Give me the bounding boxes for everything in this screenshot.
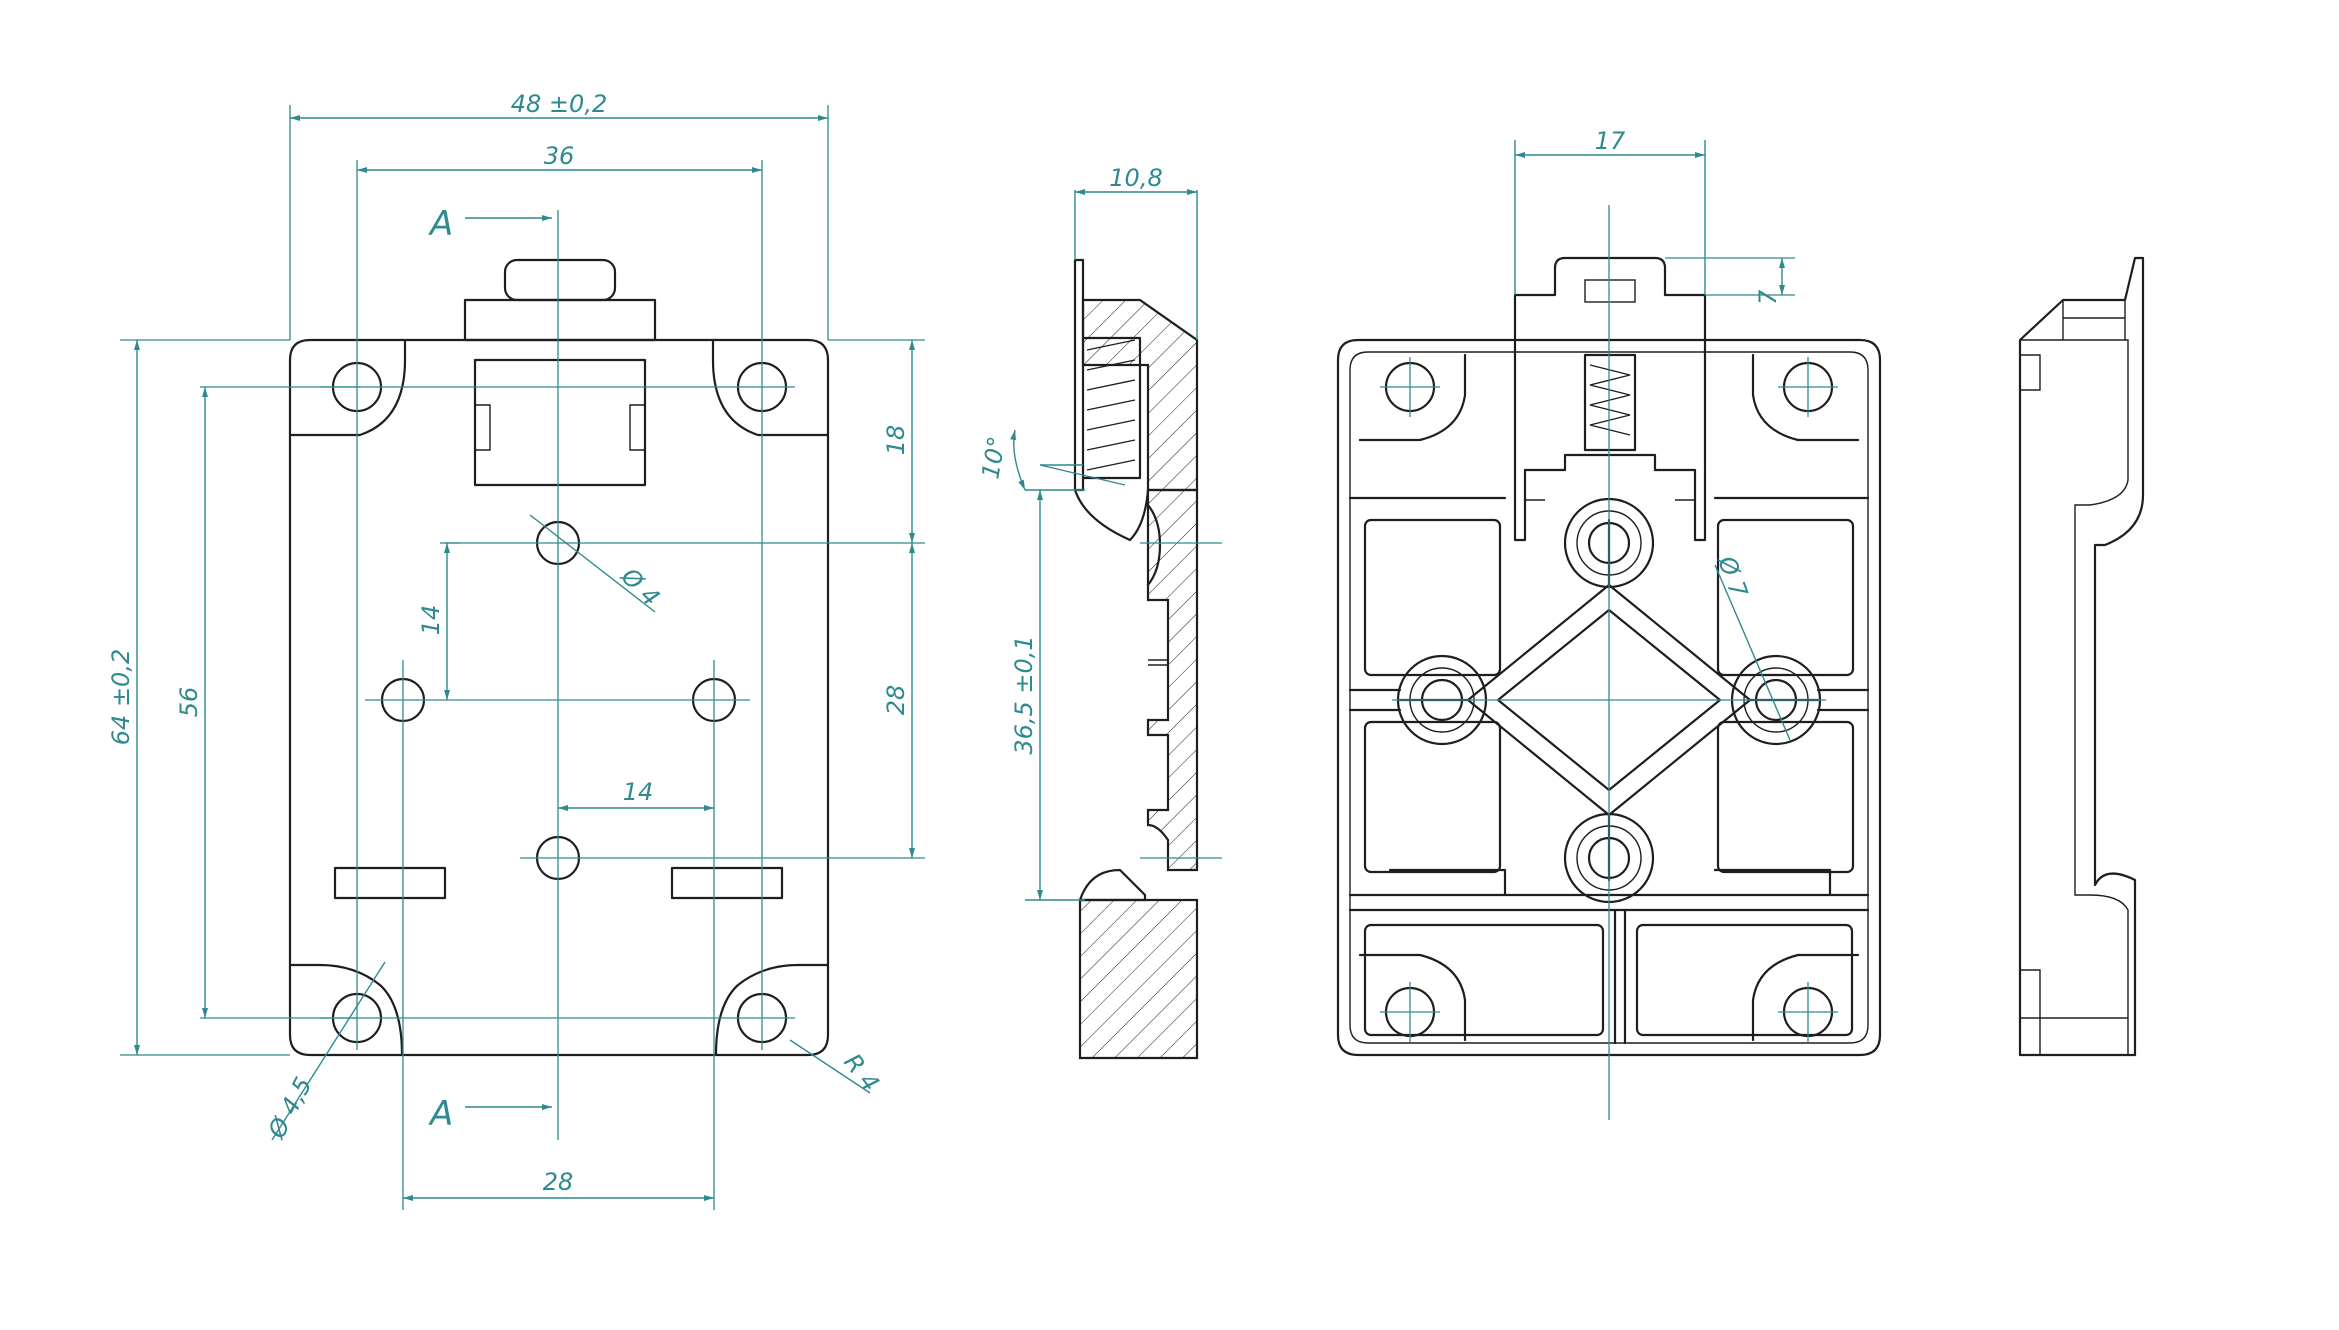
- section-view: 10,8 10° 36,5 ±0,1: [976, 164, 1222, 1060]
- dim-center-hole-leader: [529, 514, 656, 613]
- front-latch-body: [463, 298, 657, 342]
- dim-top-to-hole: 18: [882, 425, 910, 456]
- rear-clip-feet: [1524, 470, 1696, 501]
- front-latch-detail: [475, 404, 645, 451]
- dim-small-offset-v: 14: [417, 605, 445, 636]
- slot-right: [670, 866, 784, 900]
- corner-pocket-br: [714, 963, 830, 1057]
- dim-angle-arc: [1010, 429, 1026, 491]
- dim-overall-height: 64 ±0,2: [107, 649, 135, 745]
- slot-left: [333, 866, 447, 900]
- dim-hole-spacing-h: 36: [544, 142, 575, 170]
- section-label-bottom: A: [428, 1094, 453, 1134]
- section-latch-flange: [1073, 258, 1085, 492]
- section-spring-cavity: [1081, 336, 1142, 480]
- rear-plate-inner-outline: [1349, 351, 1869, 1044]
- rear-ribs: [1348, 496, 1870, 1045]
- dim-small-offset-h: 14: [623, 778, 654, 806]
- front-centerlines: [120, 105, 925, 1210]
- dim-center-hole-dia: Ø 4: [615, 562, 665, 612]
- side-profile-inner: [2020, 339, 2129, 1055]
- rear-corner-pockets: [1358, 353, 1860, 1042]
- corner-pocket-tl: [288, 338, 407, 437]
- rear-spring-box: [1583, 353, 1637, 452]
- dim-corner-hole-dia: Ø 4,5: [262, 1073, 318, 1144]
- dim-clip-height: 7: [1754, 289, 1782, 305]
- rear-clip: [1513, 256, 1707, 542]
- rear-centerlines: [1380, 205, 1838, 1120]
- rear-view: 17 7 Ø 7: [1336, 127, 1882, 1120]
- rear-clip-window: [1584, 279, 1636, 303]
- front-plate-outline: [288, 338, 830, 1057]
- section-label-top: A: [428, 204, 453, 244]
- front-latch-tab: [503, 258, 617, 302]
- side-profile: [2018, 256, 2145, 1057]
- dim-angle: 10°: [976, 434, 1011, 481]
- side-profile-top-detail: [2063, 300, 2126, 340]
- dim-corner-hole-leader: [271, 961, 386, 1141]
- dim-hole-pitch: 28: [882, 685, 910, 716]
- dim-bottom-spacing: 28: [543, 1168, 574, 1196]
- dim-thickness: 10,8: [1109, 164, 1162, 192]
- dim-angle-leg-1: [1039, 464, 1126, 486]
- section-rib: [1148, 659, 1168, 666]
- section-lower-block: [1078, 898, 1199, 1060]
- section-lower-hook: [1078, 868, 1147, 902]
- dim-clip-width: 17: [1595, 127, 1626, 155]
- front-latch-window: [473, 358, 647, 487]
- side-view: [2018, 256, 2145, 1057]
- section-spring: [1086, 339, 1136, 471]
- dim-corner-radius-leader: [789, 1039, 871, 1094]
- section-boss-upper: [1146, 503, 1162, 587]
- corner-pocket-bl: [288, 963, 404, 1057]
- section-latch-hook: [1073, 488, 1150, 542]
- dim-boss-hole-leader: [1714, 564, 1791, 741]
- dim-overall-width: 48 ±0,2: [511, 90, 607, 118]
- dim-height: 36,5 ±0,1: [1010, 635, 1038, 754]
- dim-corner-radius: R 4: [838, 1048, 884, 1096]
- dim-hole-spacing-v: 56: [175, 687, 203, 718]
- side-profile-details: [2020, 300, 2128, 1055]
- rear-spring: [1589, 364, 1631, 436]
- section-middle-wall: [1146, 488, 1199, 872]
- front-view: 48 ±0,2 36 64 ±0,2 56 18 28 14 14 28 Ø 4…: [107, 90, 925, 1210]
- corner-pocket-tr: [711, 338, 830, 437]
